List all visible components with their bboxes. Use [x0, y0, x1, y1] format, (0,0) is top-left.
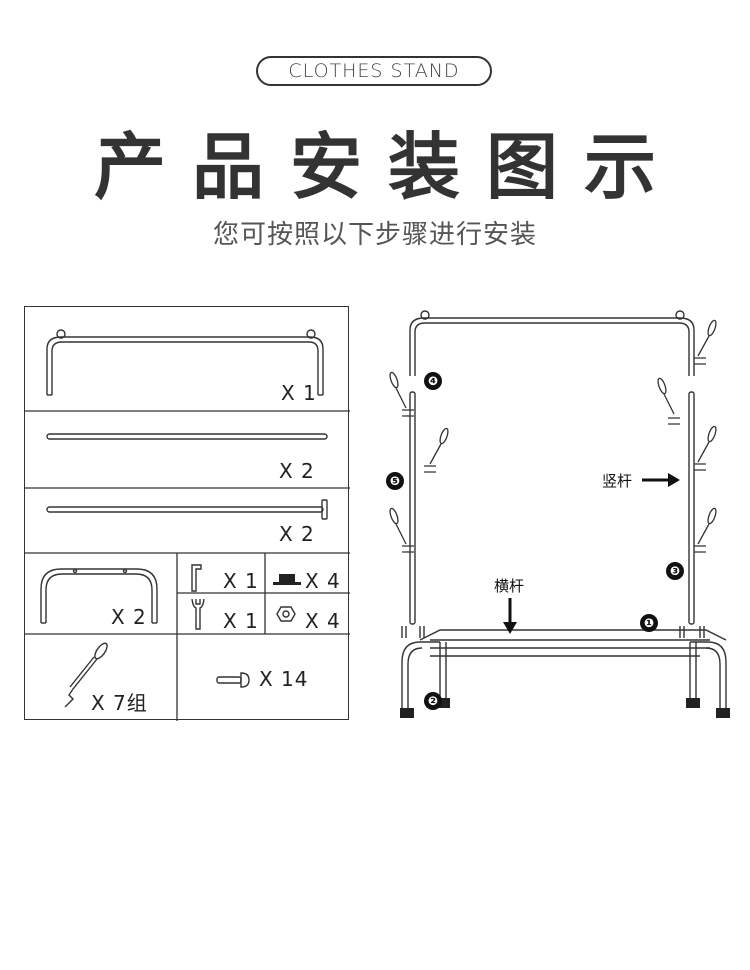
foot-pads [400, 698, 730, 718]
bottom-horizontal-bar [430, 639, 710, 657]
parts-list-drawing [25, 329, 350, 721]
allen-key-qty: X 1 [223, 569, 259, 593]
vertical-bar-label: 竖杆 [602, 472, 633, 490]
hook-icon [64, 642, 108, 708]
right-base-leg [690, 641, 727, 708]
foot-pad-qty: X 4 [305, 569, 341, 593]
step-2-marker: ❷ [424, 692, 442, 710]
horizontal-bar-label: 横杆 [494, 577, 525, 595]
allen-key-icon [191, 564, 202, 592]
hook-icon [424, 427, 449, 473]
hook-icon [657, 377, 680, 425]
assembly-diagram: 竖杆 横杆 ❹ ❺ ❸ ❶ ❷ [380, 300, 740, 740]
wrench-icon [191, 598, 205, 630]
bolt-bar-part [46, 499, 328, 520]
base-frame-qty: X 2 [111, 605, 147, 629]
hook-icon [694, 319, 717, 365]
page-title: 产品安装图示 [93, 125, 682, 209]
clothes-stand-badge: CLOTHES STAND [256, 56, 492, 86]
top-frame-qty: X 1 [281, 381, 317, 405]
hook-icon [389, 371, 414, 417]
page-subtitle: 您可按照以下步骤进行安装 [212, 220, 537, 250]
assembled-top-frame [409, 317, 695, 376]
parts-list-panel: X 1 X 2 X 2 X 2 X 1 X 1 X 4 X 4 X 7组 X 1… [24, 306, 350, 721]
hook-icon [694, 507, 717, 553]
hook-qty: X 7组 [91, 691, 148, 715]
left-base-leg [401, 641, 440, 708]
screw-icon [216, 672, 250, 688]
bolt-bar-qty: X 2 [279, 522, 315, 546]
right-vertical-bar [688, 391, 695, 625]
step-4-marker: ❹ [424, 372, 442, 390]
nut-icon [276, 606, 296, 622]
step-1-marker: ❶ [640, 614, 658, 632]
assembly-drawing [389, 310, 730, 718]
nut-qty: X 4 [305, 609, 341, 633]
base-frame-part [40, 568, 158, 624]
horizontal-bar-arrow [503, 598, 517, 634]
foot-pad-icon [273, 574, 301, 585]
top-frame-part [46, 329, 324, 396]
vertical-bar-arrow [642, 473, 680, 487]
long-bar-qty: X 2 [279, 459, 315, 483]
step-5-marker: ❺ [386, 472, 404, 490]
step-3-marker: ❸ [666, 562, 684, 580]
wrench-qty: X 1 [223, 609, 259, 633]
hook-icon [389, 507, 414, 553]
screw-qty: X 14 [259, 667, 309, 691]
left-vertical-bar [409, 391, 416, 625]
hooks [389, 319, 717, 553]
long-bar-part [46, 433, 328, 440]
hook-icon [694, 425, 717, 471]
